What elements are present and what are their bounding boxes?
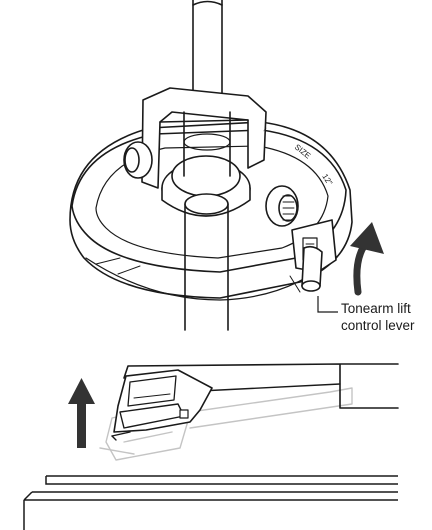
lift-arrow-straight [68,378,95,448]
dial-marking-left: ↑ [261,124,269,134]
gimbal-yoke [141,87,267,189]
callout-line-2: control lever [341,318,415,333]
tonearm-base-closeup: ↑ SIZE 12" [69,0,353,331]
lift-arrow-curved [350,222,384,296]
callout-leader-line [317,296,338,313]
callout-line-1: Tonearm lift [341,301,411,316]
tonearm-tube [184,203,229,331]
headshell-side-view [99,363,399,461]
tonearm-lift-control-lever-callout: Tonearm lift control lever [341,300,415,334]
tonearm-side [123,363,399,409]
platter-side-view [23,475,398,530]
